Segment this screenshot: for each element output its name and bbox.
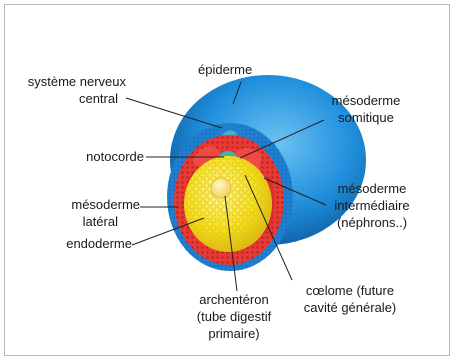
label-notocorde: notocorde bbox=[20, 149, 144, 165]
label-mesoderme-intermediaire-line1: mésoderme bbox=[322, 181, 422, 197]
label-mesoderme-somitique-line2: somitique bbox=[318, 110, 414, 126]
label-mesoderme-lateral-line1: mésoderme bbox=[14, 197, 140, 213]
label-coelome-line2: cavité générale) bbox=[292, 300, 408, 316]
label-archenteron-line1: archentéron bbox=[178, 292, 290, 308]
label-systeme-nerveux-line1: système nerveux bbox=[14, 74, 126, 90]
label-endoderme: endoderme bbox=[14, 236, 132, 252]
label-epiderme: épiderme bbox=[198, 62, 252, 78]
label-archenteron-line3: primaire) bbox=[178, 326, 290, 342]
label-mesoderme-intermediaire-line3: (néphrons..) bbox=[322, 215, 422, 231]
label-coelome-line1: cœlome (future bbox=[292, 283, 408, 299]
label-mesoderme-intermediaire-line2: intermédiaire bbox=[322, 198, 422, 214]
label-systeme-nerveux-line2: central bbox=[14, 91, 118, 107]
label-archenteron-line2: (tube digestif bbox=[178, 309, 290, 325]
label-mesoderme-somitique-line1: mésoderme bbox=[318, 93, 414, 109]
archenteron-lumen bbox=[211, 178, 231, 198]
label-mesoderme-lateral-line2: latéral bbox=[14, 214, 118, 230]
